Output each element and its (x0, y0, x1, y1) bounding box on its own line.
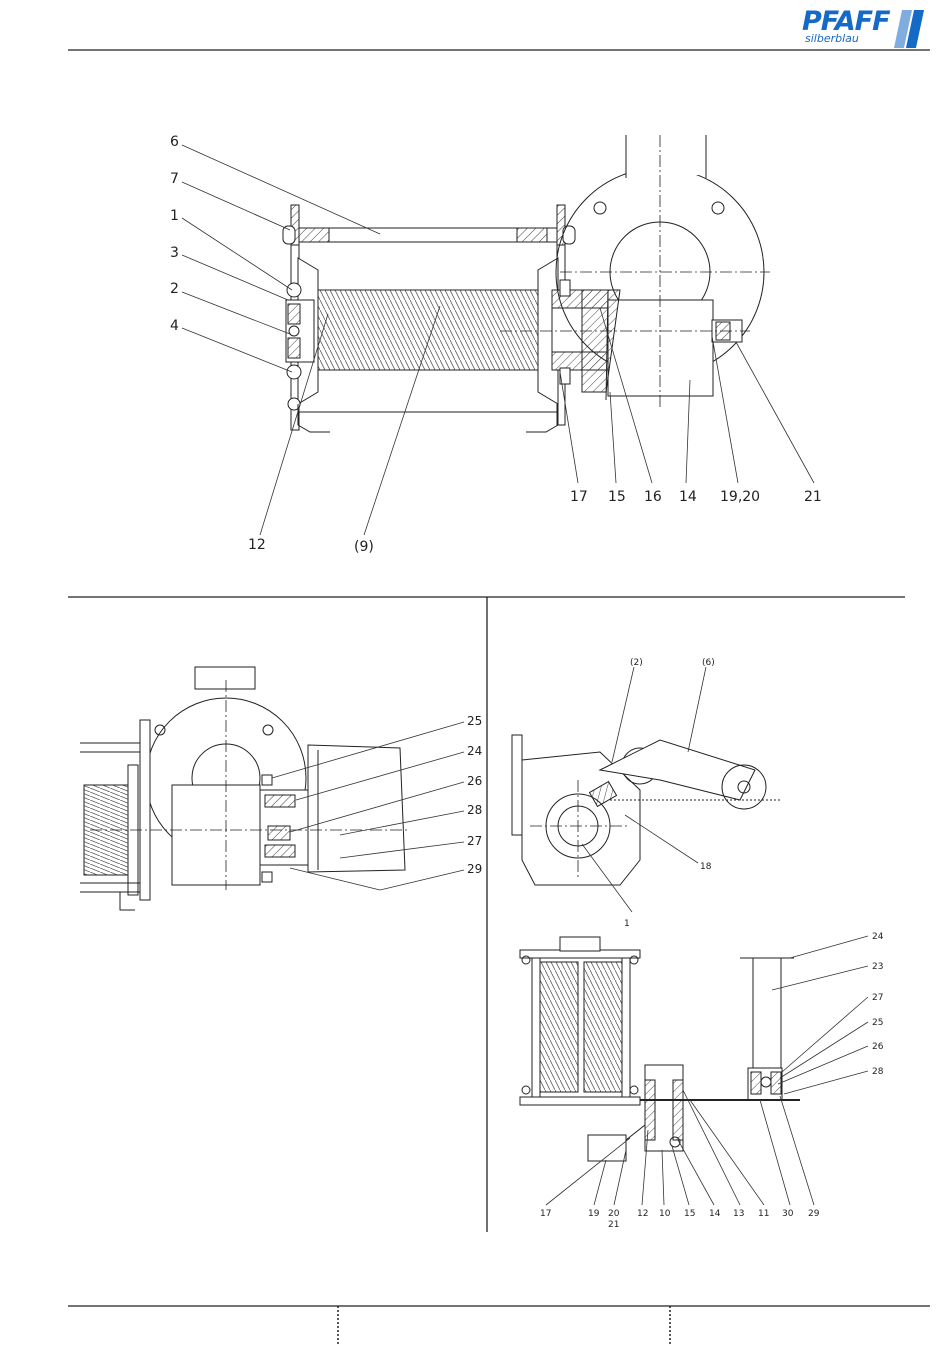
twin-drum-bottom-callouts: 17 19 20 21 12 10 15 14 13 11 30 29 (540, 1209, 820, 1230)
callout-label: 15 (608, 489, 626, 505)
callout-label: 21 (608, 1220, 619, 1230)
twin-drum-drawing (520, 937, 800, 1161)
callout-label: 1 (624, 919, 630, 929)
callout-label: 21 (804, 489, 822, 505)
callout-label: 26 (872, 1042, 884, 1052)
callout-label: 28 (872, 1067, 884, 1077)
callout-label: 20 (608, 1209, 620, 1219)
callout-label: 24 (467, 744, 482, 758)
callout-label: 30 (782, 1209, 794, 1219)
twin-drum-right-callouts: 24 23 27 25 26 28 (872, 932, 884, 1077)
callout-label: 27 (467, 834, 482, 848)
sheet-frame (68, 50, 930, 1346)
callout-label: 14 (709, 1209, 721, 1219)
callout-label: (6) (702, 658, 715, 668)
callout-label: 1 (170, 208, 179, 224)
callout-label: 19 (588, 1209, 600, 1219)
callout-label: 24 (872, 932, 884, 942)
callout-label: 13 (733, 1209, 744, 1219)
callout-label: 6 (170, 134, 179, 150)
callout-label: 3 (170, 245, 179, 261)
bottom-left-callouts: 25 24 26 28 27 29 (467, 714, 482, 876)
callout-label: 7 (170, 171, 179, 187)
callout-label: 18 (700, 862, 712, 872)
winch-section-drawing (283, 135, 770, 432)
callout-label: 29 (467, 862, 482, 876)
callout-label: 17 (570, 489, 588, 505)
callout-label: 23 (872, 962, 883, 972)
callout-label: 27 (872, 993, 883, 1003)
callout-label: 12 (248, 537, 266, 553)
callout-label: 11 (758, 1209, 769, 1219)
callout-label: 17 (540, 1209, 551, 1219)
callout-label: (2) (630, 658, 643, 668)
callout-label: 16 (644, 489, 662, 505)
callout-label: 26 (467, 774, 482, 788)
callout-label: 2 (170, 281, 179, 297)
callout-label: 19,20 (720, 489, 760, 505)
callout-label: 25 (872, 1018, 883, 1028)
callout-label: 29 (808, 1209, 820, 1219)
callout-label: 12 (637, 1209, 648, 1219)
callout-label: 10 (659, 1209, 671, 1219)
callout-label: 4 (170, 318, 179, 334)
callout-label: 15 (684, 1209, 695, 1219)
gear-housing-detail-drawing (80, 667, 410, 910)
callout-label: 28 (467, 803, 482, 817)
callout-label: (9) (354, 539, 374, 555)
lever-mechanism-drawing (512, 735, 780, 885)
callout-label: 14 (679, 489, 697, 505)
callout-label: 25 (467, 714, 482, 728)
